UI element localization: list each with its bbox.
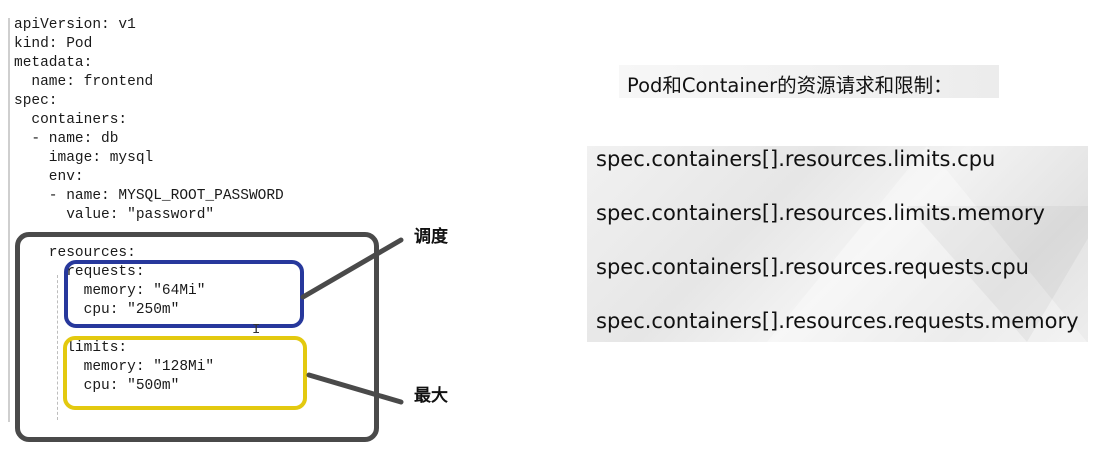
field-limits-cpu: spec.containers[].resources.limits.cpu <box>596 147 996 171</box>
field-requests-memory: spec.containers[].resources.requests.mem… <box>596 309 1079 333</box>
limits-highlight-box <box>63 336 307 410</box>
yaml-line-container-name: - name: db <box>14 131 119 147</box>
yaml-line-limits-memory: memory: "128Mi" <box>14 359 215 375</box>
page-title: Pod和Container的资源请求和限制： <box>627 74 953 97</box>
indent-guide <box>57 275 58 420</box>
field-limits-memory: spec.containers[].resources.limits.memor… <box>596 201 1045 225</box>
yaml-line-containers: containers: <box>14 112 128 128</box>
resources-highlight-box <box>15 232 379 442</box>
yaml-line-name: name: frontend <box>14 74 154 90</box>
annotation-max: 最大 <box>414 386 448 406</box>
yaml-line-requests: requests: <box>14 264 145 280</box>
text-cursor-icon: I <box>252 322 261 338</box>
yaml-line-limits-cpu: cpu: "500m" <box>14 378 180 394</box>
yaml-line-requests-cpu: cpu: "250m" <box>14 302 180 318</box>
yaml-line-image: image: mysql <box>14 150 154 166</box>
title-bar: Pod和Container的资源请求和限制： <box>619 65 999 98</box>
requests-highlight-box <box>64 260 304 328</box>
field-requests-cpu: spec.containers[].resources.requests.cpu <box>596 255 1029 279</box>
background-facet <box>907 206 1088 342</box>
fields-panel: spec.containers[].resources.limits.cpu s… <box>587 146 1088 342</box>
background-facet <box>767 146 1087 342</box>
yaml-line-resources: resources: <box>14 245 136 261</box>
yaml-line-env: env: <box>14 169 84 185</box>
yaml-line-kind: kind: Pod <box>14 36 93 52</box>
annotation-schedule: 调度 <box>414 227 448 247</box>
yaml-line-metadata: metadata: <box>14 55 93 71</box>
yaml-line-env-name: - name: MYSQL_ROOT_PASSWORD <box>14 188 284 204</box>
yaml-line-limits: limits: <box>14 340 128 356</box>
yaml-line-requests-memory: memory: "64Mi" <box>14 283 206 299</box>
left-rule <box>8 18 10 422</box>
yaml-line-env-value: value: "password" <box>14 207 215 223</box>
yaml-line-apiversion: apiVersion: v1 <box>14 17 136 33</box>
yaml-panel: apiVersion: v1 kind: Pod metadata: name:… <box>8 10 408 422</box>
yaml-line-spec: spec: <box>14 93 58 109</box>
